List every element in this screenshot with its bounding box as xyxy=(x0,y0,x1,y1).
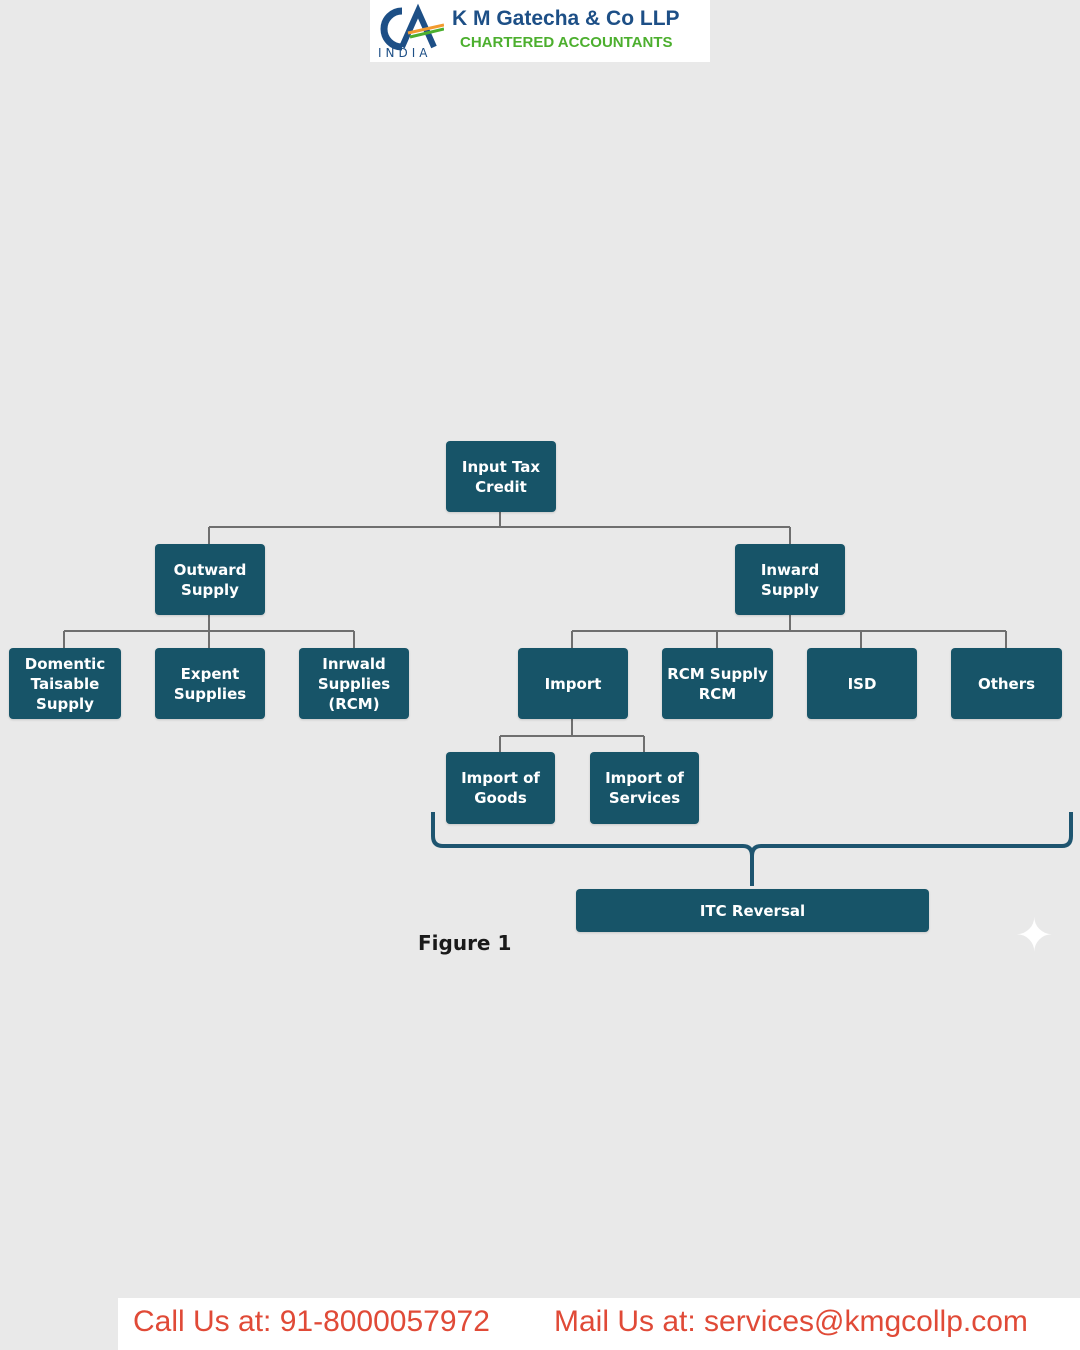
figure-caption: Figure 1 xyxy=(418,931,512,955)
node-inward-supply: Inward Supply xyxy=(735,544,845,615)
node-outward-supply: Outward Supply xyxy=(155,544,265,615)
node-import: Import xyxy=(518,648,628,719)
node-others: Others xyxy=(951,648,1062,719)
node-import-of-goods: Import of Goods xyxy=(446,752,555,824)
contact-footer: Call Us at: 91-8000057972 Mail Us at: se… xyxy=(118,1298,1080,1350)
reversal-brace xyxy=(431,812,1073,886)
node-inward-supplies-rcm: Inrwald Supplies (RCM) xyxy=(299,648,409,719)
node-itc-reversal: ITC Reversal xyxy=(576,889,929,932)
node-export-supplies: Expent Supplies xyxy=(155,648,265,719)
firm-tagline: CHARTERED ACCOUNTANTS xyxy=(460,34,673,51)
node-isd: ISD xyxy=(807,648,917,719)
node-import-of-services: Import of Services xyxy=(590,752,699,824)
ca-india-logo-icon xyxy=(380,3,444,51)
mail-us-text: Mail Us at: services@kmgcollp.com xyxy=(554,1305,1028,1338)
connector-lines xyxy=(63,512,1007,752)
node-input-tax-credit: Input Tax Credit xyxy=(446,441,556,512)
logo-country-text: INDIA xyxy=(378,46,432,60)
firm-logo: INDIA K M Gatecha & Co LLP CHARTERED ACC… xyxy=(370,0,710,62)
node-domestic-taxable-supply: Domentic Taisable Supply xyxy=(9,648,121,719)
sparkle-icon: ✦ xyxy=(1015,909,1054,961)
node-rcm-supply: RCM Supply RCM xyxy=(662,648,773,719)
firm-name: K M Gatecha & Co LLP xyxy=(452,7,680,30)
call-us-text: Call Us at: 91-8000057972 xyxy=(133,1305,490,1338)
